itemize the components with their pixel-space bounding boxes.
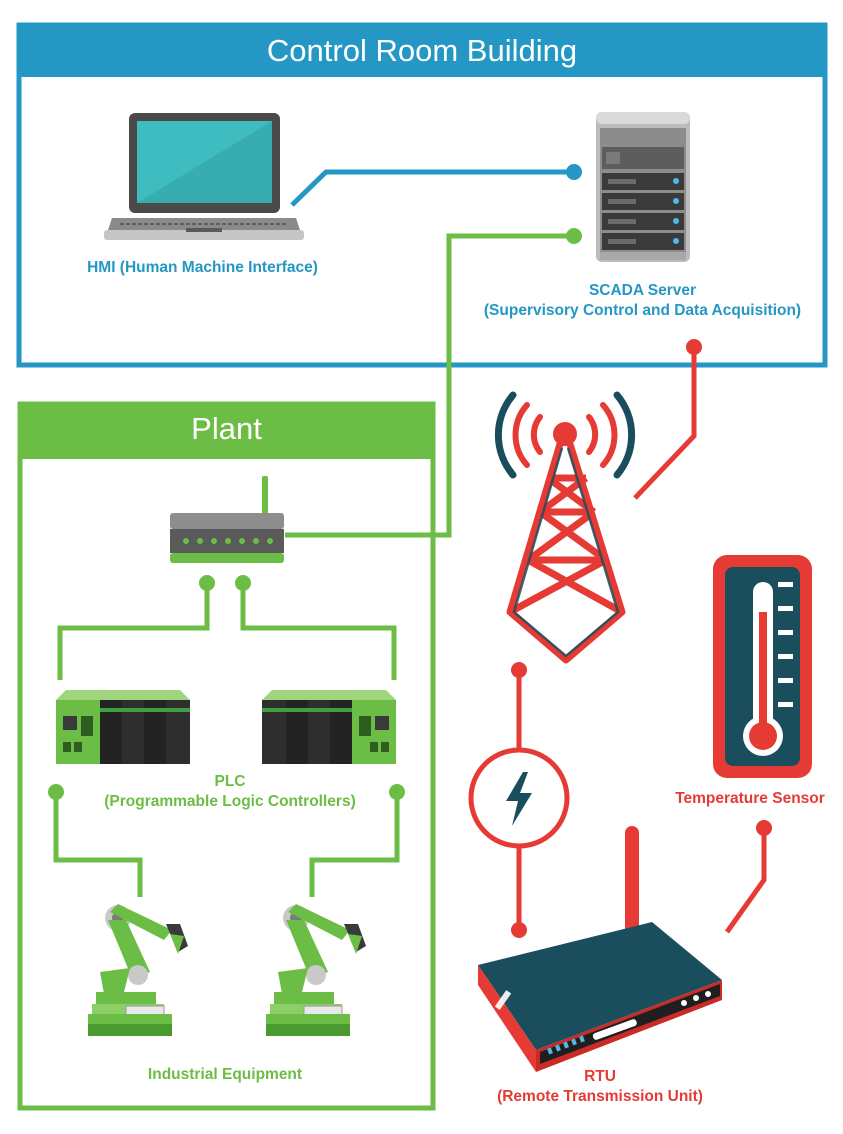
equipment-label: Industrial Equipment <box>100 1065 350 1085</box>
scada-label-line1: SCADA Server <box>588 282 697 299</box>
laptop-icon <box>104 113 304 240</box>
robot-arm-right-icon <box>266 904 366 1036</box>
plc-left-icon <box>56 690 190 764</box>
rtu-device-icon <box>478 826 722 1072</box>
radio-tower-icon <box>494 391 636 664</box>
plc-label-line2: (Programmable Logic Controllers) <box>104 793 356 810</box>
hmi-scada-link <box>290 164 582 207</box>
temperature-sensor-label-text: Temperature Sensor <box>675 790 825 807</box>
router-plc-links <box>57 575 397 680</box>
plc-equipment-links <box>48 784 405 897</box>
scada-tower-link <box>633 339 702 500</box>
hmi-label: HMI (Human Machine Interface) <box>60 258 345 278</box>
plc-label: PLC (Programmable Logic Controllers) <box>80 772 380 812</box>
thermometer-icon <box>713 555 812 778</box>
network-switch-icon <box>170 476 284 563</box>
scada-router-link <box>285 228 582 538</box>
scada-label-line2: (Supervisory Control and Data Acquisitio… <box>483 302 802 319</box>
temperature-sensor-label: Temperature Sensor <box>665 789 835 809</box>
plc-right-icon <box>262 690 396 764</box>
server-icon <box>596 112 690 262</box>
rtu-label-line1: RTU <box>584 1068 616 1085</box>
scada-label: SCADA Server (Supervisory Control and Da… <box>470 281 815 321</box>
hmi-label-text: HMI (Human Machine Interface) <box>87 259 318 276</box>
rtu-label-line2: (Remote Transmission Unit) <box>497 1088 703 1105</box>
wireless-link-icon <box>468 747 570 849</box>
equipment-label-text: Industrial Equipment <box>147 1066 303 1083</box>
robot-arm-left-icon <box>88 904 188 1036</box>
sensor-rtu-link <box>724 820 772 934</box>
plc-label-line1: PLC <box>214 773 246 790</box>
rtu-label: RTU (Remote Transmission Unit) <box>470 1067 730 1107</box>
control-room-title: Control Room Building <box>266 33 578 68</box>
plant-title: Plant <box>191 411 262 446</box>
